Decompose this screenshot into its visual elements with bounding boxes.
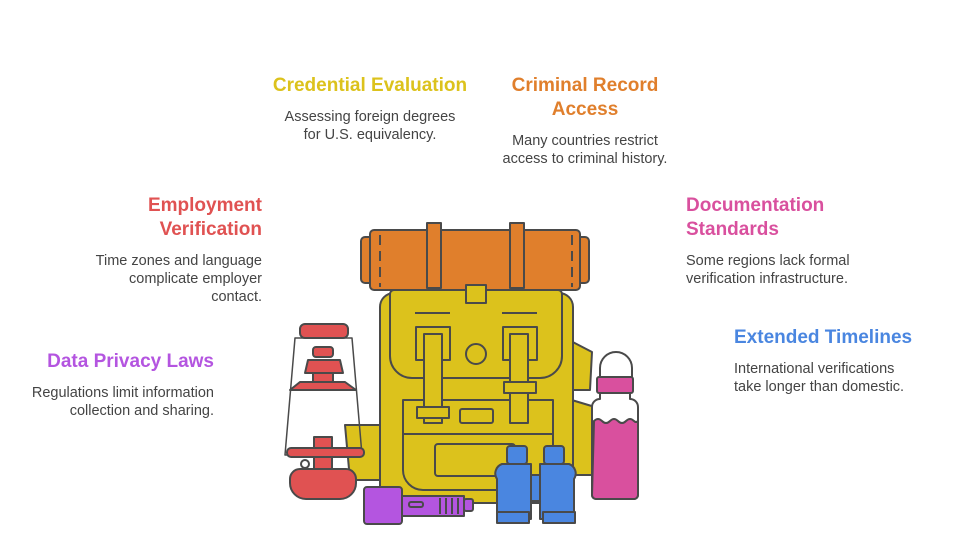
item-title: Employment Verification xyxy=(147,195,262,240)
item-description: International verifications take longer … xyxy=(734,361,905,395)
item-credential-evaluation: Credential Evaluation Assessing foreign … xyxy=(270,74,470,144)
item-documentation-standards: Documentation Standards Some regions lac… xyxy=(686,194,886,288)
item-title: Criminal Record Access xyxy=(511,75,659,120)
sleeping-roll-icon xyxy=(360,222,590,291)
item-title: Documentation Standards xyxy=(686,195,825,240)
water-bottle-icon xyxy=(591,351,639,500)
item-description: Time zones and language complicate emplo… xyxy=(95,253,262,305)
item-extended-timelines: Extended Timelines International verific… xyxy=(734,326,934,396)
flashlight-icon xyxy=(363,486,474,525)
item-title: Credential Evaluation xyxy=(272,75,468,96)
item-criminal-record-access: Criminal Record Access Many countries re… xyxy=(485,74,685,168)
binoculars-icon xyxy=(494,445,577,524)
item-description: Regulations limit information collection… xyxy=(31,385,214,419)
item-description: Assessing foreign degrees for U.S. equiv… xyxy=(284,109,456,143)
item-employment-verification: Employment Verification Time zones and l… xyxy=(72,194,262,306)
item-title: Data Privacy Laws xyxy=(47,351,214,372)
item-description: Many countries restrict access to crimin… xyxy=(502,133,668,167)
item-description: Some regions lack formal verification in… xyxy=(686,253,850,287)
lantern-icon xyxy=(284,323,365,500)
item-data-privacy-laws: Data Privacy Laws Regulations limit info… xyxy=(24,350,214,420)
item-title: Extended Timelines xyxy=(734,327,913,348)
